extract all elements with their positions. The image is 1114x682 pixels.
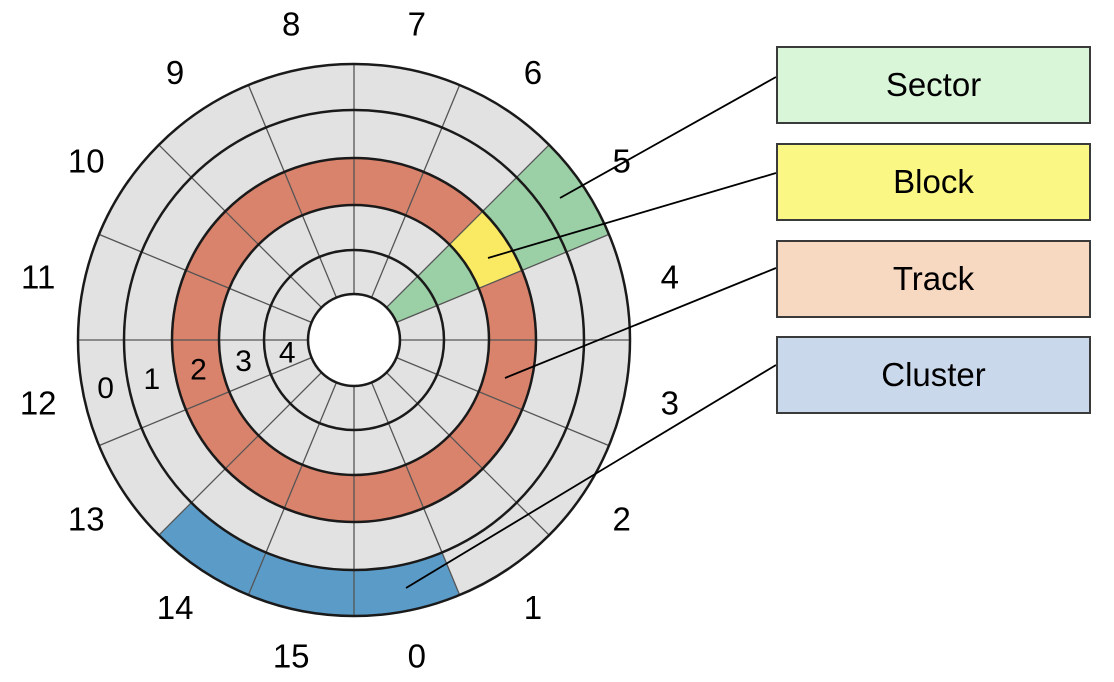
legend-block-box: Block — [776, 143, 1091, 221]
legend-block-label: Block — [893, 163, 974, 200]
sector-boundary-line — [98, 233, 312, 323]
sector-boundary-line — [247, 382, 337, 596]
track-number-label: 1 — [143, 363, 160, 396]
disk-platter — [76, 62, 632, 618]
sector-boundary-line — [247, 84, 337, 298]
sector-number-label: 13 — [68, 500, 105, 537]
legend-track-box: Track — [776, 240, 1091, 318]
track-number-label: 3 — [235, 345, 252, 378]
track-boundary-ring — [170, 156, 538, 524]
track-number-label: 0 — [97, 372, 114, 405]
sector-number-label: 8 — [282, 6, 300, 43]
sector-number-label: 4 — [661, 259, 679, 296]
sector-number-label: 5 — [613, 143, 631, 180]
legend-track-label: Track — [892, 260, 975, 297]
sector-boundary-line — [396, 357, 610, 447]
sector-number-label: 3 — [661, 384, 679, 421]
cluster-leader-line — [405, 364, 777, 589]
sector-number-label: 10 — [68, 143, 105, 180]
platter-outer-edge — [76, 62, 632, 618]
sector-boundary-line — [158, 144, 322, 308]
sector-number-label: 7 — [408, 6, 426, 43]
sector-leader-line — [559, 76, 777, 199]
cluster-highlight-cell — [158, 502, 266, 595]
cluster-highlight-cell — [354, 552, 460, 616]
leader-lines — [405, 76, 777, 589]
sector-boundary-line — [371, 84, 461, 298]
legend-cluster-box: Cluster — [776, 336, 1091, 414]
sector-boundary-line — [371, 382, 461, 596]
track-number-label: 4 — [279, 336, 296, 369]
sector-boundary-line — [386, 144, 550, 308]
legend-cluster-label: Cluster — [881, 356, 986, 393]
block-highlight — [449, 211, 523, 289]
sector-number-label: 9 — [166, 54, 184, 91]
sector-boundary-line — [158, 372, 322, 536]
cluster-highlight-cell — [248, 552, 354, 616]
track-boundary-ring — [122, 108, 586, 572]
spindle-hole — [309, 295, 399, 385]
sector-boundary-line — [396, 233, 610, 323]
sector-number-label: 6 — [524, 54, 542, 91]
sector-boundary-line — [386, 372, 550, 536]
track-number-label: 2 — [190, 354, 207, 387]
block-leader-line — [487, 172, 777, 259]
track-boundary-ring — [306, 292, 402, 388]
track-boundary-ring — [217, 203, 491, 477]
track-leader-line — [504, 267, 777, 379]
sector-number-label: 0 — [408, 637, 426, 674]
sector-number-label: 14 — [157, 589, 194, 626]
legend-sector-label: Sector — [885, 66, 982, 103]
sector-number-label: 15 — [273, 637, 310, 674]
sector-number-label: 1 — [524, 589, 542, 626]
legend-sector-box: Sector — [776, 46, 1091, 124]
sector-number-label: 11 — [21, 259, 55, 296]
sector-number-label: 2 — [613, 500, 631, 537]
sector-boundary-line — [98, 357, 312, 447]
track-boundary-ring — [262, 248, 446, 432]
sector-number-label: 12 — [20, 384, 57, 421]
